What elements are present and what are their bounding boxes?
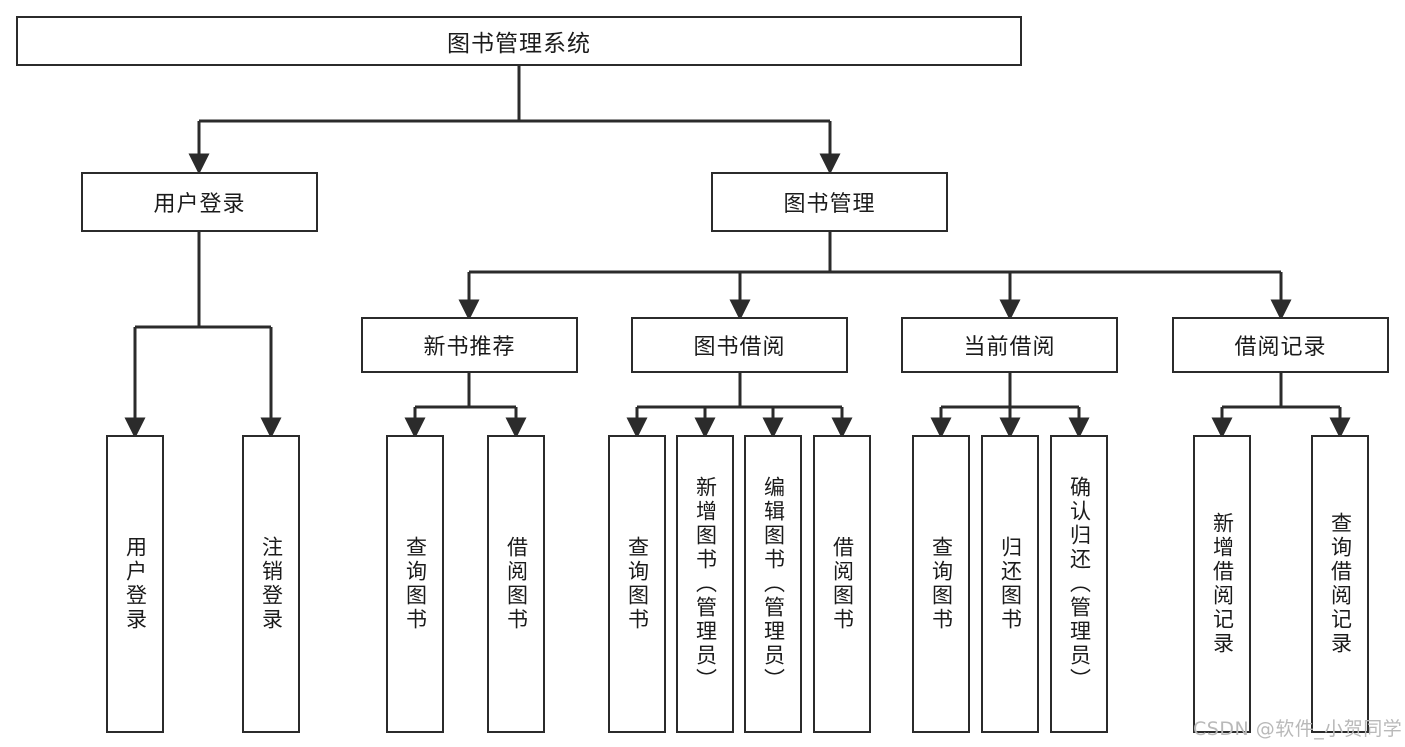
node-label: 归还图书	[998, 536, 1023, 632]
node-label: 图书借阅	[693, 335, 786, 360]
node-new-book-recommend[interactable]: 新书推荐	[361, 317, 578, 373]
node-user-login[interactable]: 用户登录	[81, 172, 318, 232]
node-label: 用户登录	[123, 536, 148, 632]
node-label: 新增图书（管理员）	[693, 476, 718, 692]
node-label: 查询图书	[625, 536, 650, 632]
node-label: 用户登录	[153, 192, 246, 217]
leaf-user-login-signout[interactable]: 注销登录	[242, 435, 300, 733]
node-current-borrow[interactable]: 当前借阅	[901, 317, 1118, 373]
leaf-book-borrow-add[interactable]: 新增图书（管理员）	[676, 435, 734, 733]
leaf-book-borrow-query[interactable]: 查询图书	[608, 435, 666, 733]
node-label: 查询图书	[929, 536, 954, 632]
node-label: 新书推荐	[423, 335, 516, 360]
leaf-borrow-record-add[interactable]: 新增借阅记录	[1193, 435, 1251, 733]
node-label: 注销登录	[259, 536, 284, 632]
node-label: 借阅图书	[830, 536, 855, 632]
node-label: 编辑图书（管理员）	[761, 476, 786, 692]
leaf-new-book-query[interactable]: 查询图书	[386, 435, 444, 733]
leaf-user-login-signin[interactable]: 用户登录	[106, 435, 164, 733]
leaf-current-borrow-query[interactable]: 查询图书	[912, 435, 970, 733]
node-label: 图书管理	[783, 192, 876, 217]
node-label: 借阅图书	[504, 536, 529, 632]
node-borrow-record[interactable]: 借阅记录	[1172, 317, 1389, 373]
node-root-system[interactable]: 图书管理系统	[16, 16, 1022, 66]
node-label: 借阅记录	[1234, 335, 1327, 360]
node-book-management[interactable]: 图书管理	[711, 172, 948, 232]
node-label: 当前借阅	[963, 335, 1056, 360]
node-label: 查询借阅记录	[1328, 512, 1353, 656]
node-label: 查询图书	[403, 536, 428, 632]
node-label: 确认归还（管理员）	[1067, 476, 1092, 692]
leaf-new-book-borrow[interactable]: 借阅图书	[487, 435, 545, 733]
leaf-current-borrow-confirm-return[interactable]: 确认归还（管理员）	[1050, 435, 1108, 733]
node-label: 新增借阅记录	[1210, 512, 1235, 656]
leaf-book-borrow-edit[interactable]: 编辑图书（管理员）	[744, 435, 802, 733]
leaf-borrow-record-query[interactable]: 查询借阅记录	[1311, 435, 1369, 733]
node-book-borrow[interactable]: 图书借阅	[631, 317, 848, 373]
node-label: 图书管理系统	[447, 31, 591, 57]
leaf-current-borrow-return[interactable]: 归还图书	[981, 435, 1039, 733]
leaf-book-borrow-lend[interactable]: 借阅图书	[813, 435, 871, 733]
